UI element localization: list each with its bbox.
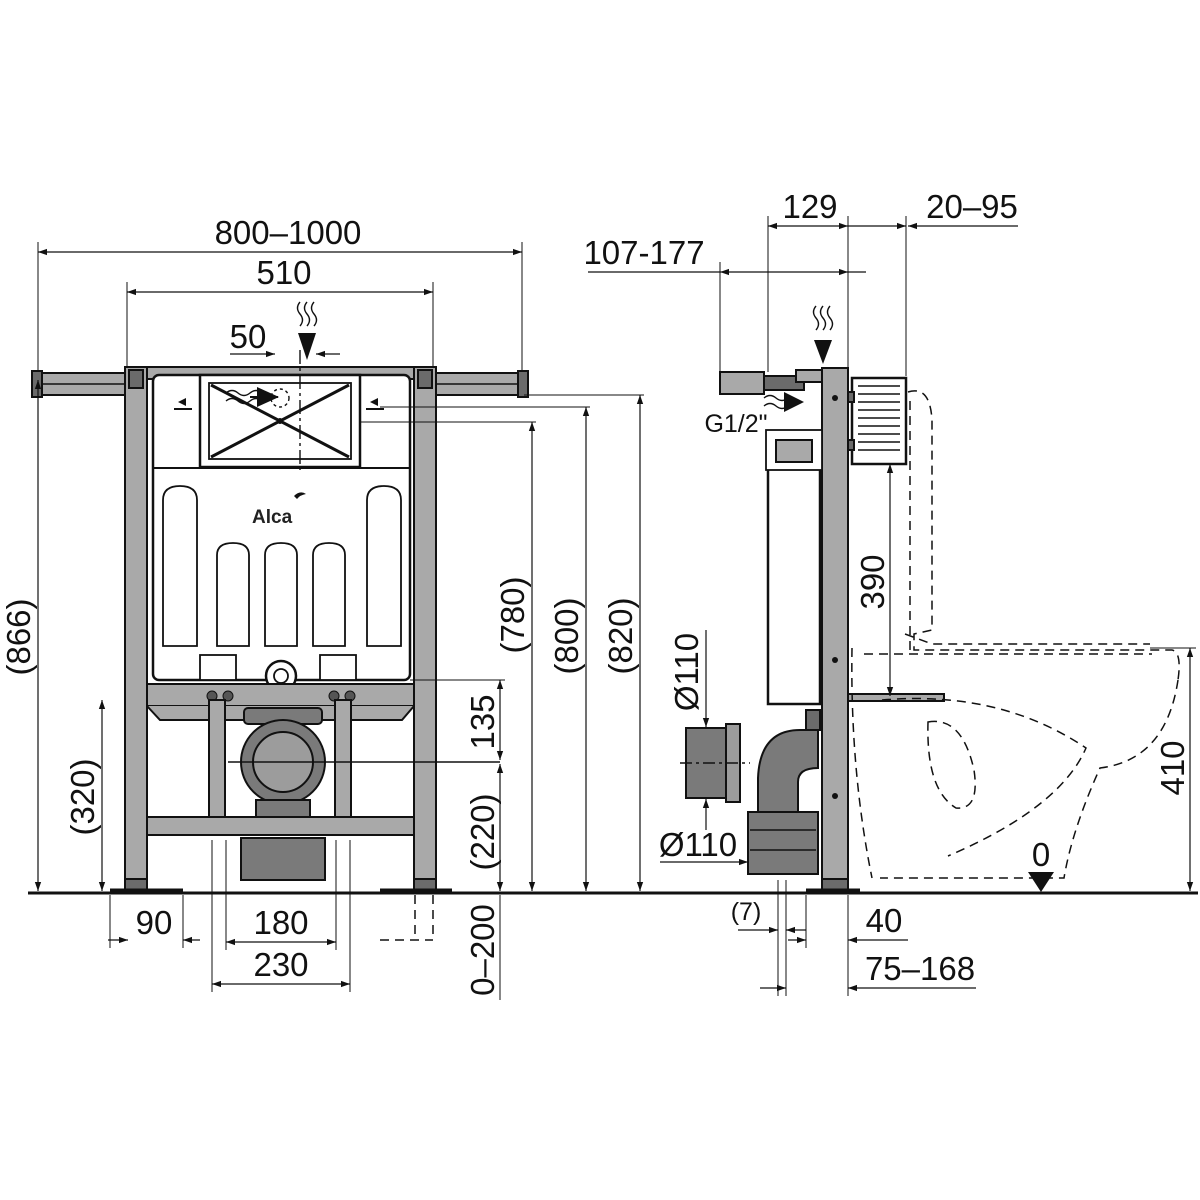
side-water-inlet-arrow-icon: [763, 392, 804, 412]
dim-offset-75-168: 75–168: [865, 950, 975, 987]
dim-outlet-180: 180: [253, 904, 308, 941]
drain-bend-front: [240, 707, 326, 881]
dim-height-820: (820): [602, 597, 639, 674]
side-frame-post: [821, 367, 849, 881]
dim-height-total: (866): [0, 598, 37, 675]
dim-height-410: 410: [1154, 740, 1191, 795]
dim-drop-220: (220): [464, 793, 501, 870]
frame-post-left: [124, 366, 148, 880]
dim-height-800: (800): [548, 597, 585, 674]
dim-offset-7: (7): [731, 898, 762, 926]
dim-height-780: (780): [494, 576, 531, 653]
dim-offset-40: 40: [866, 902, 903, 939]
mounting-bolt: [847, 693, 945, 702]
flow-down-arrow-icon: [296, 301, 318, 360]
dim-depth-129: 129: [782, 188, 837, 225]
dim-overall-width: 800–1000: [215, 214, 362, 251]
pipe-connector: [680, 723, 750, 803]
dim-foot-90: 90: [136, 904, 173, 941]
side-cistern: [766, 464, 822, 706]
dim-inlet-offset: 50: [230, 318, 267, 355]
dim-leg-adjust: 0–200: [464, 904, 501, 996]
dim-depth-20-95: 20–95: [926, 188, 1018, 225]
support-rail-right: [423, 370, 529, 398]
support-rail-left: [31, 370, 141, 398]
brand-logo: Alca: [252, 507, 293, 528]
dim-height-390: 390: [854, 554, 891, 609]
dim-thread-g12: G1/2": [704, 410, 767, 438]
drain-bend-side: [747, 709, 821, 875]
toilet-bowl-outline: [851, 390, 1180, 879]
water-inlet-arrow-icon: [225, 387, 279, 407]
dim-outlet-230: 230: [253, 946, 308, 983]
side-view: 129 20–95 107-177 G1/2" 390 Ø110 Ø110 41…: [583, 188, 1196, 996]
tank-panels: [162, 485, 402, 647]
floor-zero-marker: 0: [1028, 836, 1054, 892]
mounting-bar: [146, 683, 415, 707]
side-flow-down-arrow-icon: [812, 305, 834, 364]
frame-post-right: [413, 366, 437, 880]
dim-height-320: (320): [64, 758, 101, 835]
service-opening: [198, 373, 362, 469]
front-view: Alca: [0, 214, 644, 1000]
dim-pipe-dia-top: Ø110: [668, 633, 705, 711]
dim-drop-135: 135: [464, 694, 501, 749]
svg-text:0: 0: [1032, 836, 1050, 873]
dim-pipe-dia-bottom: Ø110: [659, 826, 737, 863]
dim-frame-width: 510: [256, 254, 311, 291]
inlet-valve: [719, 371, 765, 395]
flush-plate-box: [850, 376, 908, 466]
dim-depth-107-177: 107-177: [583, 234, 704, 271]
frame-bottom-bar: [146, 816, 415, 836]
